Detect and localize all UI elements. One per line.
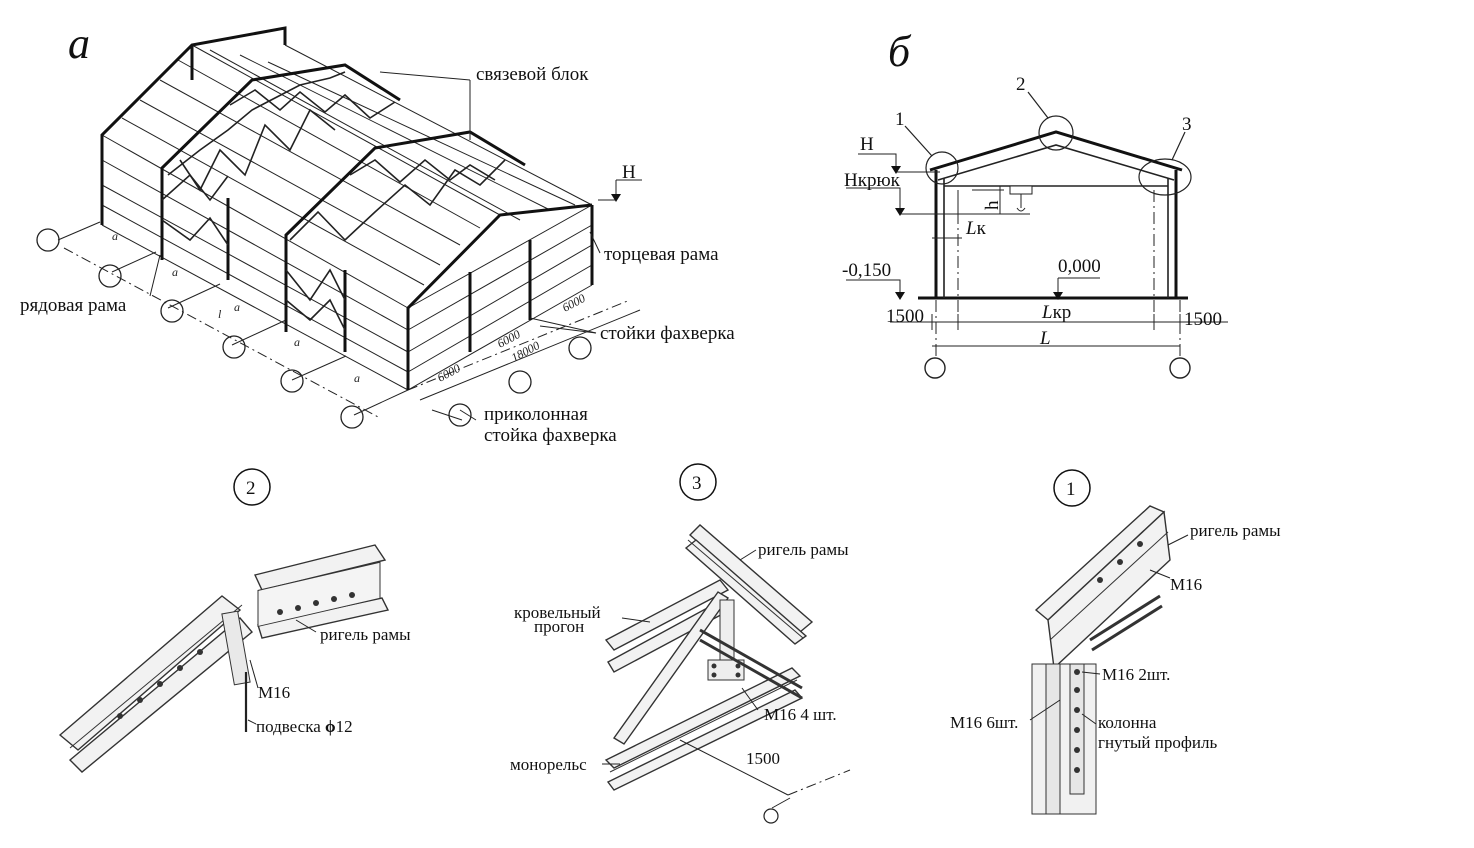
- bracing: [161, 71, 506, 331]
- axis-bubble-right: [1169, 357, 1191, 379]
- label-row-frame: рядовая рама: [20, 295, 127, 316]
- detail-1-rods: [1089, 594, 1163, 652]
- detail-2-label-hanger: подвеска ϕ12: [256, 717, 353, 736]
- detail-2: 2 ригель рамы М16 подвеска ϕ12: [58, 468, 411, 773]
- detail-3-label-1500: 1500: [746, 749, 780, 768]
- mark-zero: [1053, 292, 1063, 300]
- detail-callouts: [904, 91, 1192, 196]
- detail-3-girder: [684, 524, 814, 645]
- label-fachwerk-posts: стойки фахверка: [600, 323, 735, 344]
- detail-3-purlin: [604, 579, 732, 673]
- detail-3-label-purlin-1: кровельный: [514, 603, 601, 622]
- detail-3-dim: [679, 739, 851, 809]
- detail-3-label-bolts: М16 4 шт.: [764, 705, 837, 724]
- label-column-post-2: стойка фахверка: [484, 425, 617, 446]
- label-zero: 0,000: [1058, 256, 1101, 277]
- label-minus-0150: -0,150: [842, 260, 891, 281]
- dim-a-4: a: [294, 335, 300, 349]
- detail-2-circle: [233, 468, 271, 506]
- detail-2-label-bolt: М16: [258, 683, 290, 702]
- panel-b-letter: б: [888, 27, 912, 76]
- dim-1500-left: 1500: [886, 306, 924, 327]
- axis-bubble-left: [924, 357, 946, 379]
- detail-3: 3: [510, 463, 851, 824]
- mark-Hkr: [895, 208, 905, 216]
- detail-3-circle: [679, 463, 717, 501]
- dim-L: L: [1039, 328, 1051, 349]
- label-H-b: H: [860, 134, 874, 155]
- detail-2-label-girder: ригель рамы: [320, 625, 411, 644]
- detail-1-bolts: [1074, 541, 1143, 773]
- callout-3: 3: [1182, 114, 1192, 135]
- hoist: [1009, 185, 1033, 195]
- detail-3-brace: [612, 591, 730, 745]
- detail-1-label-column-2: гнутый профиль: [1098, 733, 1217, 752]
- mark-H: [891, 166, 901, 174]
- dimension-lines-b: [890, 314, 1228, 347]
- label-h: h: [982, 200, 1003, 210]
- detail-1-column: [1031, 663, 1097, 815]
- label-end-frame: торцевая рама: [604, 244, 719, 265]
- panel-b: б: [842, 27, 1228, 379]
- label-Hkr: Hкрюк: [844, 170, 901, 191]
- detail-1: 1 ригель рамы М16 М16 2шт: [950, 469, 1281, 815]
- H-marker-a: [611, 194, 621, 202]
- dim-6000-c: 6000: [560, 291, 588, 315]
- detail-3-label-girder: ригель рамы: [758, 540, 849, 559]
- dim-l: l: [218, 307, 222, 321]
- detail-2-girder-right: [254, 544, 390, 639]
- detail-1-label-bolts6: М16 6шт.: [950, 713, 1018, 732]
- frames: [100, 26, 594, 390]
- label-Lk: Lк: [965, 218, 987, 239]
- detail-2-girder-left: [58, 595, 253, 773]
- leaders-a: [149, 71, 642, 421]
- dim-a-3: a: [234, 300, 240, 314]
- callout-1: 1: [895, 109, 905, 130]
- detail-3-rods: [699, 628, 803, 700]
- detail-2-bolts: [117, 592, 355, 719]
- detail-3-label-purlin-2: прогон: [534, 617, 584, 636]
- dim-Lkr: Lкр: [1041, 302, 1071, 323]
- panel-a: а: [20, 19, 735, 446]
- dim-6000-a: 6000: [435, 361, 463, 385]
- detail-1-label-column-1: колонна: [1098, 713, 1157, 732]
- axis-bubbles: [36, 228, 592, 429]
- panel-a-letter: а: [68, 19, 90, 68]
- detail-3-number: 3: [692, 473, 702, 494]
- axis-grid: [57, 221, 641, 421]
- detail-1-girder: [1034, 505, 1171, 670]
- building-wire: [101, 44, 593, 391]
- detail-2-leaders: [247, 619, 317, 725]
- label-column-post-1: приколонная: [484, 404, 588, 425]
- label-bracing-block: связевой блок: [476, 64, 589, 85]
- detail-1-leaders: [1029, 534, 1189, 725]
- detail-1-label-bolts2: М16 2шт.: [1102, 665, 1170, 684]
- detail-1-circle: [1053, 469, 1091, 507]
- callout-2: 2: [1016, 74, 1026, 95]
- detail-3-axis-bubble: [763, 808, 779, 824]
- detail-1-label-girder: ригель рамы: [1190, 521, 1281, 540]
- dim-1500-right: 1500: [1184, 309, 1222, 330]
- detail-3-label-monorail: монорельс: [510, 755, 587, 774]
- detail-1-label-bolt: М16: [1170, 575, 1202, 594]
- mark-minus: [895, 292, 905, 300]
- dim-a-5: a: [354, 371, 360, 385]
- detail-1-number: 1: [1066, 479, 1076, 500]
- section-frame: [929, 130, 1183, 298]
- dim-a-2: a: [172, 265, 178, 279]
- dim-a-1: a: [112, 229, 118, 243]
- detail-3-leaders: [602, 549, 759, 765]
- hoist-hook: [1016, 207, 1026, 212]
- detail-2-number: 2: [246, 478, 256, 499]
- label-H-a: H: [622, 162, 636, 183]
